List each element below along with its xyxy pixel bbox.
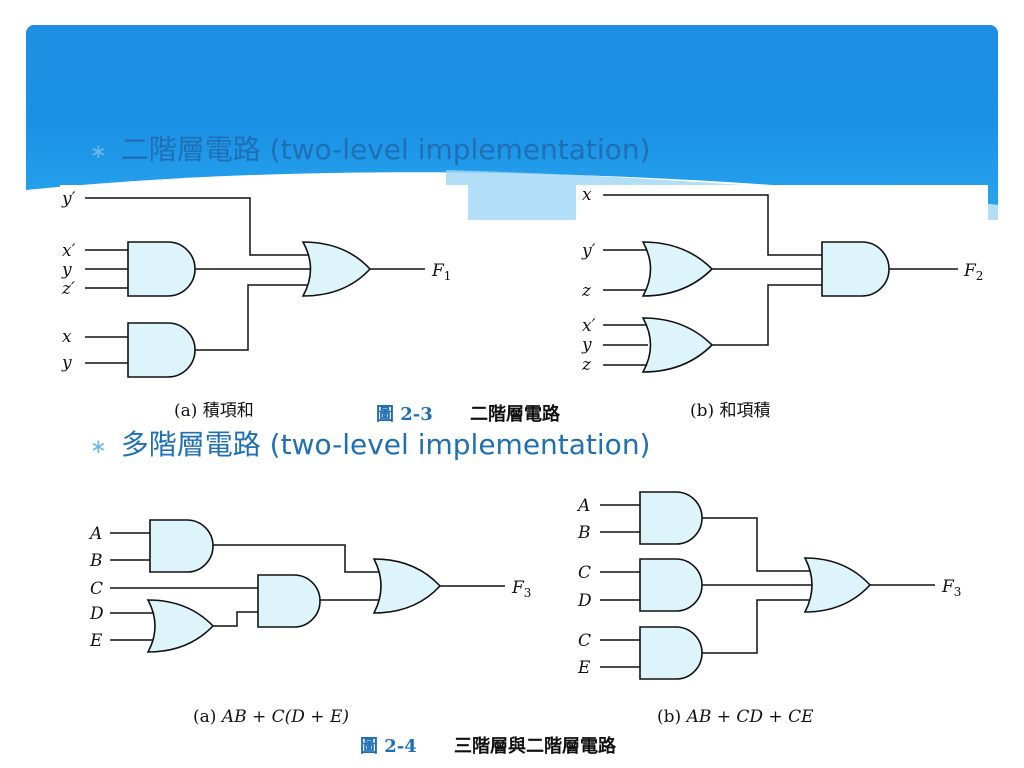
and-gate [639,626,703,680]
figure-number: 圖 2-4 [360,736,417,757]
input-label: x′ [62,241,76,261]
input-label: y′ [61,189,76,209]
and-gate [149,519,214,573]
input-label: y [61,260,72,280]
and-gate [639,491,703,545]
circuit-pos: x y′ z x′ y z F2 [581,185,983,375]
caption-sop: (a) 積項和 [174,401,254,421]
or-gate [301,241,372,297]
input-label: z′ [61,279,75,299]
input-label: x [582,185,592,205]
circuit-sop: y′ x′ y z′ x y F1 [61,189,451,378]
input-label: y′ [581,241,596,261]
output-label: F3 [511,578,531,600]
or-gate [803,557,872,613]
caption-pos: (b) 和項積 [690,401,771,421]
input-label: E [577,658,591,678]
heading-multi-level: ∗ 多階層電路 (two-level implementation) [90,423,650,463]
input-label: x [62,327,72,347]
or-gate [641,241,714,297]
figure-number: 圖 2-3 [376,404,433,425]
input-label: A [576,496,590,516]
input-label: C [578,631,591,651]
and-gate [127,322,196,378]
input-label: D [577,591,592,611]
input-label: E [89,631,103,651]
input-label: z [581,355,592,375]
output-label: F2 [963,261,983,283]
figure-title: 三階層與二階層電路 [454,735,617,757]
input-label: z [581,281,592,301]
and-gate [257,574,321,628]
output-label: F1 [431,261,451,283]
and-gate [127,241,196,297]
heading-two-level-text: 二階層電路 (two-level implementation) [120,133,651,166]
or-gate [641,317,714,373]
input-label: y [581,335,592,355]
heading-multi-level-text: 多階層電路 (two-level implementation) [120,428,651,461]
output-label: F3 [941,577,961,599]
caption-three-level: (a) AB + C(D + E) [193,707,349,727]
figure-title: 二階層電路 [470,403,561,425]
input-label: y [61,353,72,373]
and-gate [639,558,703,612]
input-label: A [88,524,102,544]
caption-two-level: (b) AB + CD + CE [657,707,814,727]
heading-two-level: ∗ 二階層電路 (two-level implementation) [90,128,650,168]
circuit-two-level: A B C D C E F3 [576,491,961,680]
input-label: C [90,579,103,599]
input-label: x′ [582,316,596,336]
and-gate [821,241,890,297]
or-gate [372,558,442,614]
input-label: D [89,604,104,624]
input-label: B [577,523,591,543]
or-gate [146,599,215,653]
bullet-icon: ∗ [90,434,107,458]
input-label: C [578,563,591,583]
circuit-three-level: A B C D E F3 [88,519,531,653]
bullet-icon: ∗ [90,139,107,163]
input-label: B [89,551,103,571]
